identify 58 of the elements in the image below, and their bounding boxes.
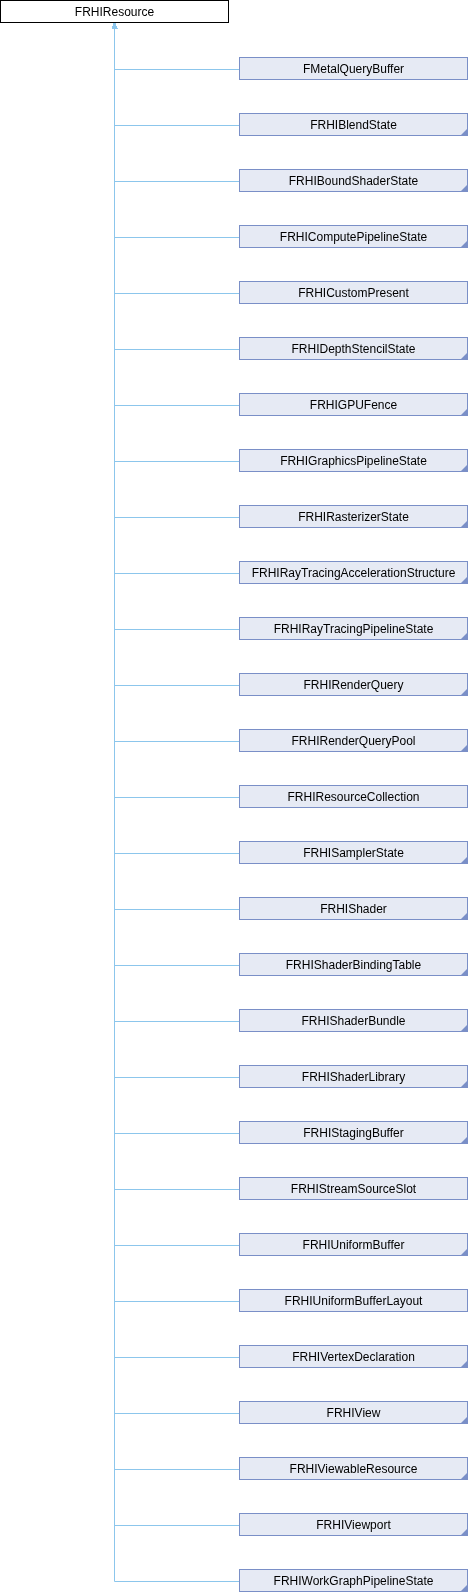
class-box <box>239 1121 468 1144</box>
class-name: FRHIStreamSourceSlot <box>290 1181 417 1196</box>
class-name: FMetalQueryBuffer <box>302 61 405 76</box>
class-box <box>239 1233 468 1256</box>
class-name: FRHIView <box>326 1405 381 1420</box>
class-box <box>239 953 468 976</box>
class-box <box>239 617 468 640</box>
class-box <box>239 897 468 920</box>
class-name: FRHIViewport <box>316 1517 391 1532</box>
class-name: FRHIBoundShaderState <box>288 173 419 188</box>
class-box <box>239 841 468 864</box>
class-box <box>239 1065 468 1088</box>
class-name: FRHIGPUFence <box>309 397 398 412</box>
class-box <box>239 393 468 416</box>
class-box <box>239 337 468 360</box>
class-name: FRHISamplerState <box>303 845 404 860</box>
class-box <box>239 57 468 80</box>
class-name: FRHIShaderBindingTable <box>285 957 422 972</box>
class-name: FRHIShaderLibrary <box>301 1069 406 1084</box>
class-name: FRHIRasterizerState <box>298 509 409 524</box>
class-name: FRHIViewableResource <box>289 1461 418 1476</box>
class-name: FRHIBlendState <box>310 117 397 132</box>
class-name: FRHIShaderBundle <box>301 1013 406 1028</box>
class-box <box>239 505 468 528</box>
class-box <box>239 1289 468 1312</box>
class-name: FRHIRenderQuery <box>303 677 404 692</box>
class-box <box>239 1009 468 1032</box>
class-box <box>239 785 468 808</box>
class-name: FRHIResourceCollection <box>287 789 420 804</box>
class-name: FRHIResource <box>74 4 155 19</box>
class-name: FRHICustomPresent <box>298 285 409 300</box>
class-box <box>239 673 468 696</box>
class-box <box>239 113 468 136</box>
class-box <box>239 561 468 584</box>
class-name: FRHIShader <box>320 901 387 916</box>
class-box <box>239 1569 468 1592</box>
class-name: FRHIComputePipelineState <box>279 229 428 244</box>
class-box <box>239 281 468 304</box>
class-box <box>0 0 229 23</box>
class-name: FRHIRayTracingAccelerationStructure <box>251 565 456 580</box>
class-box <box>239 1177 468 1200</box>
class-name: FRHIDepthStencilState <box>291 341 416 356</box>
class-name: FRHIStagingBuffer <box>303 1125 404 1140</box>
class-name: FRHIVertexDeclaration <box>292 1349 415 1364</box>
class-box <box>239 169 468 192</box>
class-box <box>239 1513 468 1536</box>
class-box <box>239 1401 468 1424</box>
class-box <box>239 449 468 472</box>
class-box <box>239 1345 468 1368</box>
class-name: FRHIUniformBuffer <box>302 1237 405 1252</box>
class-name: FRHIGraphicsPipelineState <box>280 453 427 468</box>
class-box <box>239 729 468 752</box>
class-box <box>239 225 468 248</box>
class-box <box>239 1457 468 1480</box>
class-name: FRHIRayTracingPipelineState <box>273 621 434 636</box>
class-name: FRHIUniformBufferLayout <box>284 1293 423 1308</box>
class-name: FRHIWorkGraphPipelineState <box>273 1573 434 1588</box>
class-name: FRHIRenderQueryPool <box>291 733 416 748</box>
